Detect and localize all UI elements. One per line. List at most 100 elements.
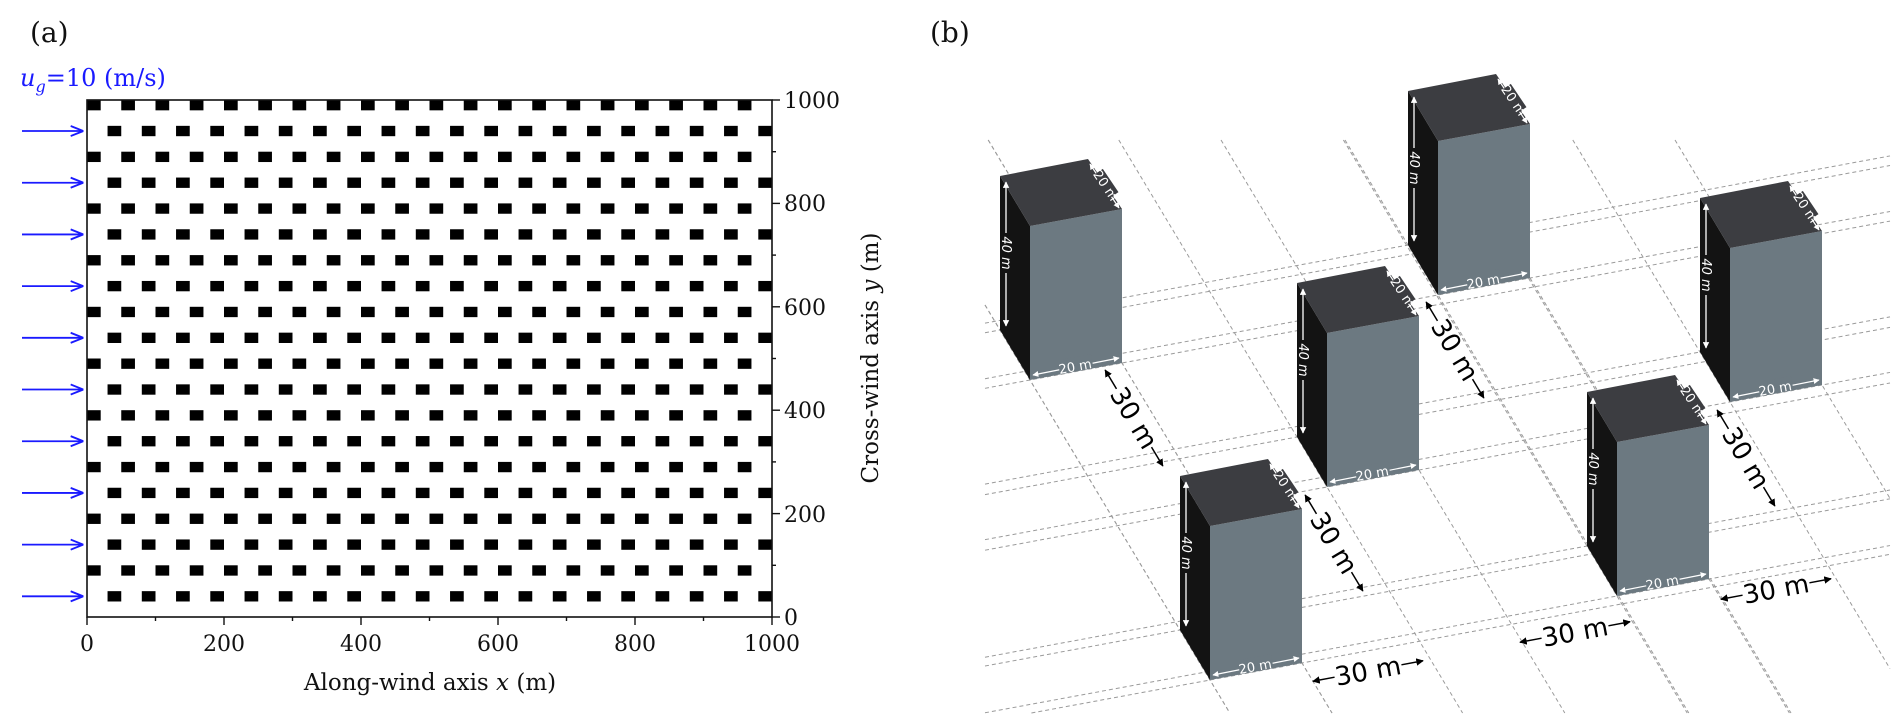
building-footprint: [415, 487, 430, 499]
building-footprint: [415, 229, 430, 240]
label-backdrop: [1354, 461, 1391, 482]
building-footprint: [566, 306, 581, 318]
building-footprint: [498, 461, 512, 473]
building-footprint: [566, 565, 581, 576]
building-footprint: [635, 565, 649, 576]
building-footprint: [121, 203, 135, 214]
label-backdrop: [1409, 148, 1420, 188]
building-footprint: [600, 255, 615, 266]
building-footprint: [381, 487, 396, 499]
y-tick-label: 0: [784, 606, 798, 631]
building-footprint: [463, 151, 478, 163]
building-footprint: [395, 461, 409, 473]
building-footprint: [313, 125, 327, 137]
building-footprint: [703, 410, 718, 421]
building-footprint: [258, 513, 272, 524]
building-footprint: [566, 100, 581, 111]
grid-line: [1445, 139, 1790, 714]
building-footprint: [87, 565, 101, 576]
building-footprint: [463, 513, 478, 524]
building-footprint: [244, 125, 259, 137]
building-footprint: [621, 125, 635, 137]
building-footprint: [361, 461, 375, 473]
building-footprint: [621, 487, 635, 499]
building-footprint: [121, 410, 135, 421]
building-footprint: [244, 436, 259, 447]
building-footprint: [155, 203, 170, 214]
building-footprint: [189, 100, 204, 111]
building-block: 40 m20 m20 m: [1406, 74, 1530, 295]
building-footprint: [621, 591, 635, 602]
wind-arrows: [22, 131, 82, 596]
building-footprint: [429, 203, 444, 214]
building-footprint: [292, 461, 307, 473]
building-footprint: [429, 461, 444, 473]
building-footprint: [552, 332, 567, 343]
building-footprint: [587, 436, 601, 447]
building-footprint: [258, 100, 272, 111]
building-footprint: [224, 358, 238, 369]
building-footprint: [210, 229, 224, 240]
building-footprint: [724, 280, 738, 292]
building-footprint: [258, 358, 272, 369]
building-footprint: [703, 151, 718, 163]
panel-b: (b) 40 m20 m20 m40 m20 m20 m40 m20 m20 m…: [930, 16, 1891, 714]
building-footprint: [724, 332, 738, 343]
building-footprint: [635, 100, 649, 111]
width-label: 20 m: [1058, 357, 1094, 378]
building-footprint: [724, 539, 738, 550]
building-footprint: [87, 461, 101, 473]
building-footprint: [121, 306, 135, 318]
building-footprint: [176, 487, 190, 499]
building-footprint: [587, 125, 601, 137]
building-footprint: [292, 203, 307, 214]
label-backdrop: [1791, 190, 1819, 222]
building-footprint: [587, 332, 601, 343]
spacing-label: 30 m: [1424, 314, 1484, 387]
building-footprint: [141, 436, 156, 447]
building-footprint: [244, 332, 259, 343]
building-footprint: [498, 410, 512, 421]
building-footprint: [244, 177, 259, 188]
building-footprint: [361, 151, 375, 163]
building-footprint: [347, 125, 361, 137]
building-footprint: [450, 487, 464, 499]
building-footprint: [621, 384, 635, 395]
x-axis-label: Along-wind axis x (m): [303, 670, 556, 696]
x-tick-label: 1000: [744, 632, 800, 657]
building-footprint: [107, 280, 122, 292]
building-footprint: [737, 410, 752, 421]
building-front-face: [1327, 316, 1419, 487]
building-footprint: [635, 255, 649, 266]
building-footprint: [655, 384, 670, 395]
building-footprint: [292, 410, 307, 421]
building-footprint: [450, 539, 464, 550]
grid-line: [984, 498, 1891, 667]
building-footprint: [669, 410, 683, 421]
building-footprint: [552, 177, 567, 188]
building-footprint: [121, 151, 135, 163]
building-footprint: [669, 461, 683, 473]
spacing-dimension: 30 m: [1720, 569, 1832, 611]
building-footprint: [278, 177, 293, 188]
building-footprint: [292, 358, 307, 369]
height-label: 40 m: [1585, 452, 1600, 485]
building-footprint: [278, 436, 293, 447]
building-footprint: [210, 125, 224, 137]
dimension-arrow-icon: [1425, 301, 1439, 322]
building-footprint: [566, 513, 581, 524]
building-footprint: [600, 461, 615, 473]
y-tick-label: 1000: [784, 89, 840, 114]
building-footprint: [703, 565, 718, 576]
building-footprint: [189, 306, 204, 318]
label-backdrop: [1678, 384, 1706, 416]
building-footprint: [758, 487, 772, 499]
building-footprint: [621, 436, 635, 447]
building-footprint: [463, 461, 478, 473]
building-footprint: [587, 539, 601, 550]
building-footprint: [689, 384, 704, 395]
building-footprint: [484, 384, 498, 395]
spacing-dimension: 30 m: [1312, 651, 1424, 693]
building-footprint: [107, 436, 122, 447]
building-footprint: [655, 332, 670, 343]
